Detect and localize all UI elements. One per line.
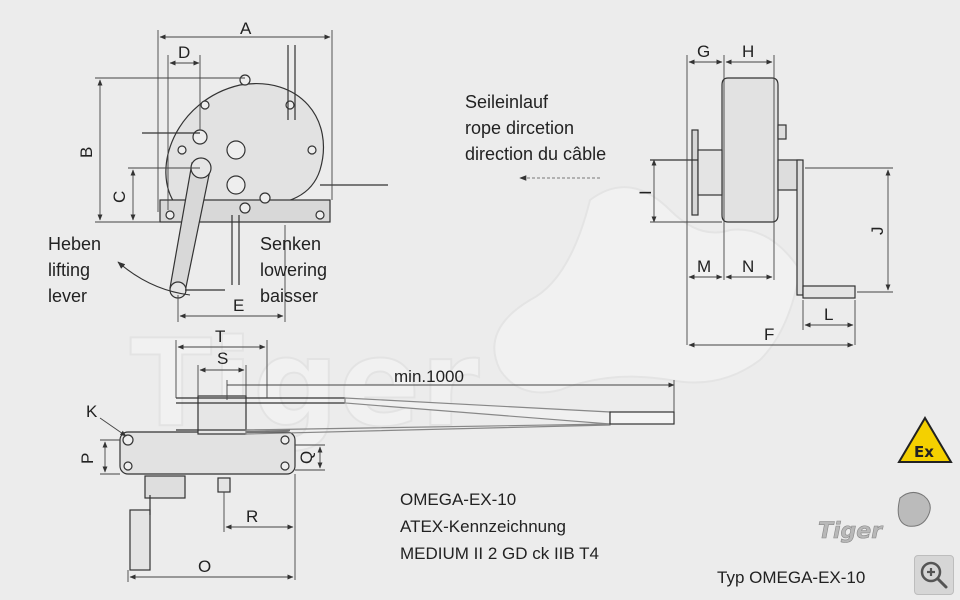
atex-marking: MEDIUM II 2 GD ck IIB T4 bbox=[400, 544, 599, 563]
dim-r: R bbox=[246, 507, 258, 526]
rope-direction-de: Seileinlauf bbox=[465, 92, 549, 112]
zoom-button[interactable] bbox=[914, 555, 954, 595]
min-length-label: min.1000 bbox=[394, 367, 464, 386]
dim-l: L bbox=[824, 305, 833, 324]
lifting-label: Heben lifting lever bbox=[48, 231, 101, 309]
ex-mark: Ex bbox=[897, 416, 953, 463]
rope-direction-label: Seileinlauf rope dircetion direction du … bbox=[465, 89, 606, 167]
dim-s: S bbox=[217, 349, 228, 368]
lifting-label-en: lifting bbox=[48, 260, 91, 280]
product-info: OMEGA-EX-10 ATEX-Kennzeichnung MEDIUM II… bbox=[400, 486, 599, 567]
dim-n: N bbox=[742, 257, 754, 276]
dim-t: T bbox=[215, 327, 225, 346]
side-dimension-lines bbox=[650, 55, 893, 348]
dim-f: F bbox=[764, 325, 774, 344]
tiger-logo: Tiger bbox=[818, 492, 931, 544]
top-view bbox=[119, 395, 675, 571]
dimension-letters: A D B C E G H I J M N L F T S min.1000 K… bbox=[77, 19, 887, 576]
dim-a: A bbox=[240, 19, 252, 38]
dim-h: H bbox=[742, 42, 754, 61]
lowering-label-en: lowering bbox=[260, 260, 328, 280]
top-dimension-lines bbox=[99, 340, 675, 582]
dim-g: G bbox=[697, 42, 710, 61]
tiger-logo-text: Tiger bbox=[818, 519, 883, 544]
lifting-label-de: Heben bbox=[48, 234, 102, 254]
rope-direction-en: rope dircetion bbox=[465, 118, 575, 138]
atex-label: ATEX-Kennzeichnung bbox=[400, 517, 567, 536]
dim-d: D bbox=[178, 43, 190, 62]
dim-c: C bbox=[110, 191, 129, 203]
type-label: Typ OMEGA-EX-10 bbox=[717, 568, 866, 587]
front-dimension-lines bbox=[95, 30, 333, 322]
lowering-label-de: Senken bbox=[260, 234, 322, 254]
lifting-arrow bbox=[117, 261, 191, 296]
dim-m: M bbox=[697, 257, 711, 276]
dim-b: B bbox=[77, 147, 96, 158]
dim-q: Q bbox=[297, 451, 316, 464]
rope-direction-fr: direction du câble bbox=[465, 144, 607, 164]
lowering-label: Senken lowering baisser bbox=[260, 231, 327, 309]
dim-k: K bbox=[86, 402, 98, 421]
front-view bbox=[142, 45, 388, 299]
dim-p: P bbox=[78, 453, 97, 464]
zoom-in-icon bbox=[920, 561, 948, 589]
dim-e: E bbox=[233, 296, 244, 315]
dim-i: I bbox=[636, 190, 655, 195]
lowering-label-fr: baisser bbox=[260, 286, 319, 306]
dim-j: J bbox=[868, 227, 887, 236]
watermark-text: Tiger bbox=[130, 315, 479, 454]
dim-o: O bbox=[198, 557, 211, 576]
product-model: OMEGA-EX-10 bbox=[400, 490, 517, 509]
lifting-label-en2: lever bbox=[48, 286, 88, 306]
ex-mark-text: Ex bbox=[914, 443, 934, 461]
side-view bbox=[650, 77, 856, 299]
